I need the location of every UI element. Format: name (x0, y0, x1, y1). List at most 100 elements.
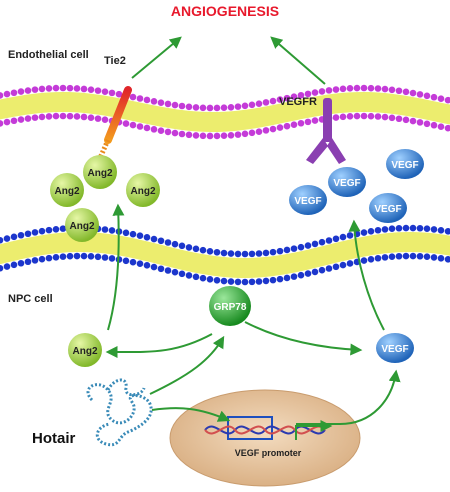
lipid-head (10, 89, 18, 97)
lipid-head (241, 250, 249, 258)
lipid-head (31, 257, 39, 264)
lipid-head (283, 274, 291, 282)
lipid-head (402, 224, 410, 232)
lipid-head (164, 100, 172, 108)
lipid-head (73, 252, 81, 260)
lipid-head (444, 256, 450, 263)
lipid-head (227, 103, 235, 111)
lipid-head (297, 243, 305, 251)
lipid-head (290, 273, 298, 280)
lipid-head (297, 91, 305, 99)
lipid-head (318, 238, 326, 246)
lipid-head (437, 254, 445, 262)
lipid-head (164, 267, 172, 274)
lipid-head (3, 263, 11, 270)
lipid-head (402, 116, 410, 124)
lipid-head (262, 127, 270, 134)
lipid-head (171, 129, 179, 137)
lipid-head (395, 87, 403, 95)
lipid-head (143, 124, 151, 132)
svg-text:VEGF: VEGF (333, 178, 360, 189)
lipid-head (157, 127, 165, 134)
lipid-head (325, 237, 333, 244)
lipid-head (402, 88, 410, 96)
lipid-head (129, 258, 137, 266)
lipid-head (367, 84, 375, 92)
lipid-head (395, 252, 403, 260)
lipid-head (241, 278, 249, 286)
lipid-head (262, 277, 270, 285)
vegf-molecule: VEGF (376, 333, 414, 363)
svg-text:Ang2: Ang2 (131, 186, 156, 197)
lipid-head (178, 130, 186, 138)
lipid-head (52, 253, 60, 261)
lipid-head (150, 235, 158, 243)
lipid-head (409, 117, 417, 125)
lipid-head (192, 273, 200, 281)
lipid-head (444, 124, 450, 132)
ang2-molecule: Ang2 (126, 173, 160, 207)
lipid-head (129, 93, 137, 101)
lipid-head (52, 225, 60, 233)
lipid-head (269, 248, 277, 256)
lipid-head (346, 260, 354, 267)
vegf-molecule: VEGF (386, 149, 424, 179)
lipid-head (24, 115, 32, 122)
lipid-head (353, 112, 361, 120)
lipid-head (129, 230, 137, 238)
lipid-head (101, 254, 109, 261)
lipid-head (143, 262, 151, 269)
lipid-head (381, 254, 389, 261)
lipid-head (73, 85, 81, 92)
lipid-head (31, 229, 39, 236)
lipid-head (17, 231, 25, 239)
lipid-head (269, 276, 277, 284)
lipid-head (220, 132, 228, 140)
diagram-title: ANGIOGENESIS (171, 3, 279, 19)
lipid-head (388, 225, 396, 233)
tie2-label: Tie2 (104, 55, 126, 67)
lipid-head (213, 104, 221, 112)
lipid-head (10, 233, 18, 241)
lipid-head (318, 266, 326, 274)
lipid-head (437, 226, 445, 234)
lipid-head (220, 104, 228, 112)
lipid-head (150, 126, 158, 133)
lipid-head (101, 88, 109, 95)
lipid-head (213, 132, 221, 140)
lipid-head (409, 89, 417, 97)
lipid-head (430, 93, 438, 101)
lipid-head (248, 278, 256, 286)
lipid-head (395, 115, 403, 123)
lipid-head (311, 117, 319, 124)
lipid-head (311, 268, 319, 276)
lipid-head (227, 278, 235, 285)
lipid-head (3, 118, 11, 126)
lipid-head (136, 95, 144, 102)
lipid-head (87, 253, 95, 260)
lipid-head (248, 250, 256, 258)
lipid-head (227, 250, 235, 257)
lipid-head (255, 250, 263, 257)
lipid-head (423, 92, 431, 100)
lipid-head (381, 113, 389, 121)
lipid-head (24, 87, 32, 94)
lipid-head (80, 85, 88, 93)
lipid-head (199, 104, 207, 112)
pathway-arrows (105, 36, 401, 440)
lipid-head (325, 265, 333, 272)
lipid-core (0, 92, 450, 132)
svg-text:Ang2: Ang2 (70, 221, 95, 232)
lipid-head (3, 235, 11, 242)
lipid-head (192, 245, 200, 253)
lipid-head (437, 123, 445, 130)
lipid-head (171, 240, 179, 248)
svg-text:GRP78: GRP78 (214, 302, 247, 313)
lipid-head (416, 224, 424, 232)
lipid-head (234, 278, 242, 286)
lipid-head (381, 85, 389, 93)
lipid-head (360, 257, 368, 264)
lipid-head (290, 121, 298, 128)
lipid-head (283, 246, 291, 254)
lipid-head (311, 240, 319, 248)
